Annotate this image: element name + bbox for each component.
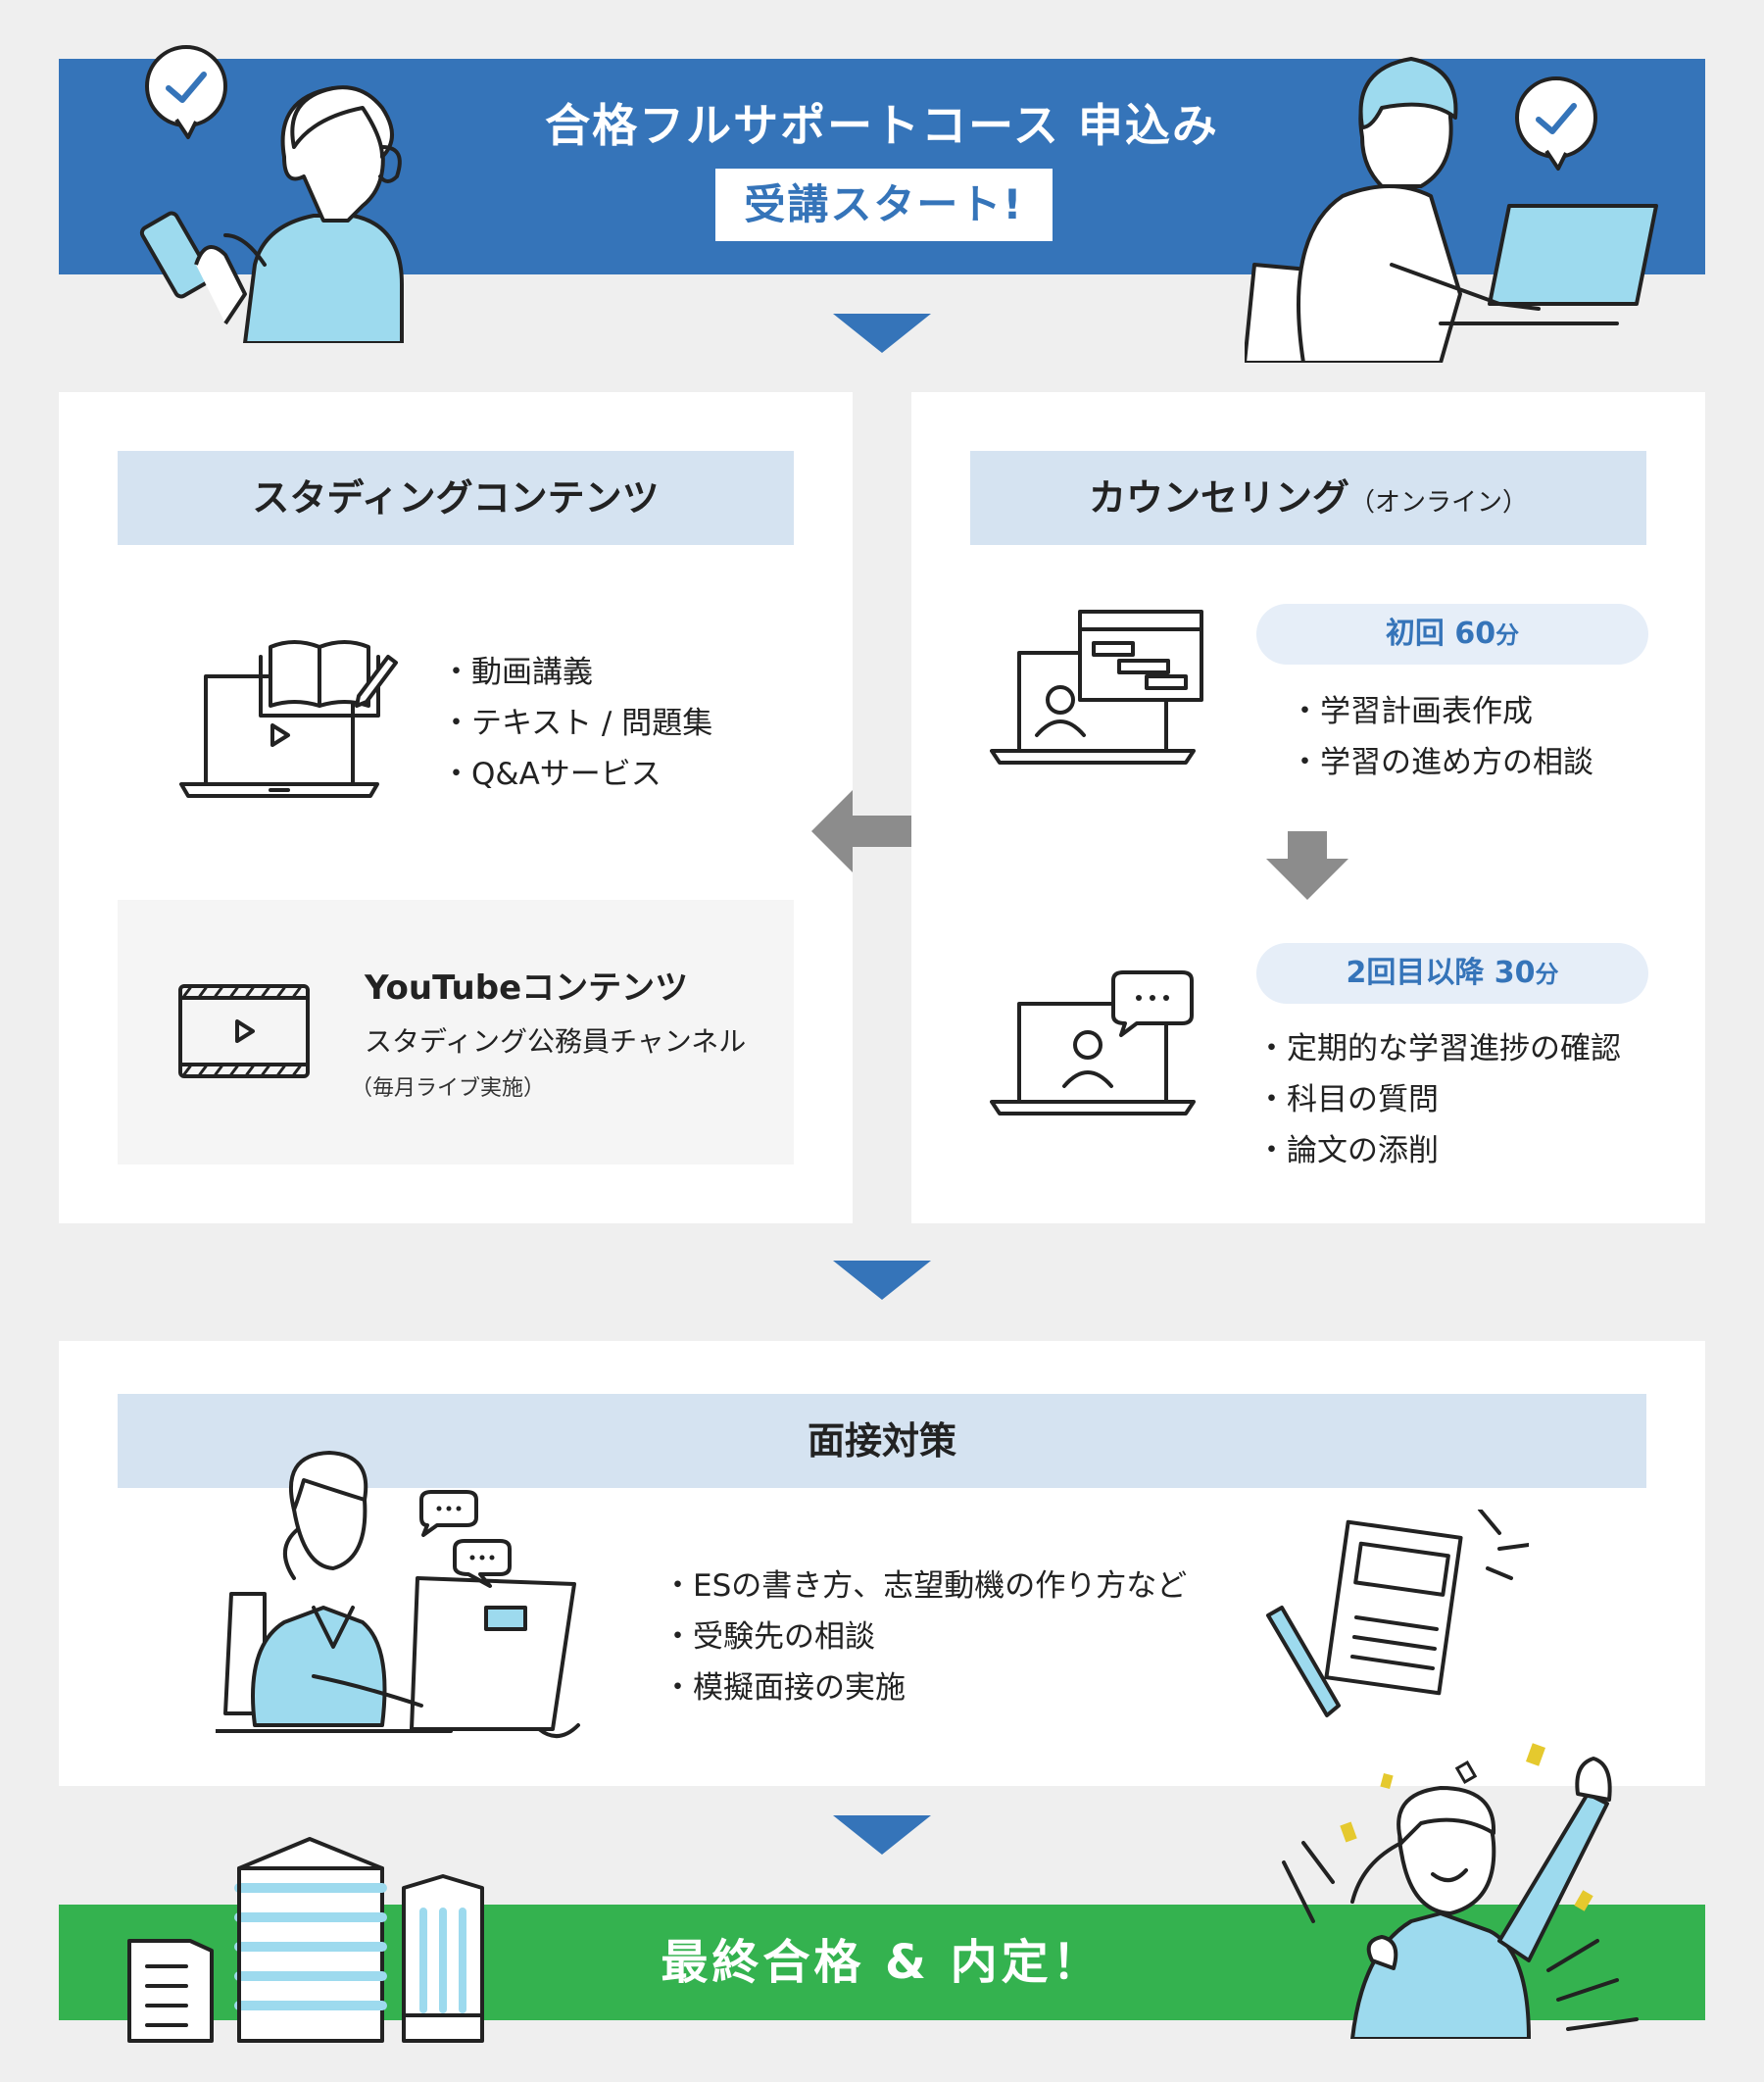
first-session-unit: 分 [1495, 621, 1520, 649]
interview-item: ESの書き方、志望動機の作り方など [662, 1561, 1187, 1611]
studying-item: テキスト / 問題集 [441, 698, 712, 749]
down-arrow-1 [833, 314, 931, 353]
studying-item: Q&Aサービス [441, 749, 712, 800]
first-session-list: 学習計画表作成 学習の進め方の相談 [1290, 686, 1593, 788]
interview-header: 面接対策 [118, 1394, 1646, 1488]
studying-list: 動画講義 テキスト / 問題集 Q&Aサービス [441, 647, 712, 800]
celebrating-woman-illustration [1282, 1743, 1639, 2039]
video-play-icon [178, 984, 310, 1078]
second-session-list: 定期的な学習進捗の確認 科目の質問 論文の添削 [1256, 1023, 1621, 1176]
studying-item: 動画講義 [441, 647, 712, 698]
resume-pen-illustration [1266, 1510, 1529, 1717]
interview-item: 模擬面接の実施 [662, 1662, 1187, 1713]
second-session-item: 論文の添削 [1256, 1125, 1621, 1176]
counseling-title: カウンセリング [1088, 476, 1349, 520]
second-session-item: 定期的な学習進捗の確認 [1256, 1023, 1621, 1074]
first-session-item: 学習計画表作成 [1290, 686, 1593, 737]
first-session-pill: 初回 60分 [1256, 604, 1648, 665]
interview-list: ESの書き方、志望動機の作り方など 受験先の相談 模擬面接の実施 [662, 1561, 1187, 1713]
first-session-item: 学習の進め方の相談 [1290, 737, 1593, 788]
second-session-item: 科目の質問 [1256, 1074, 1621, 1125]
banner-subtitle: 受講スタート! [715, 169, 1053, 241]
down-arrow-3 [833, 1815, 931, 1855]
youtube-channel: スタディング公務員チャンネル [365, 1025, 747, 1058]
youtube-box [118, 900, 794, 1165]
second-session-pill: 2回目以降 30分 [1256, 943, 1648, 1004]
final-text: 最終合格 & 内定！ [661, 1935, 1103, 1990]
banner-title: 合格フルサポートコース 申込み [545, 99, 1219, 152]
counseling-online-note: （オンライン） [1349, 488, 1529, 518]
buildings-illustration [127, 1837, 484, 2043]
studying-header: スタディングコンテンツ [118, 451, 794, 545]
second-session-unit: 分 [1535, 961, 1559, 988]
gray-down-arrow-icon [1266, 831, 1348, 900]
first-session-label: 初回 60 [1385, 617, 1496, 651]
laptop-book-icon [179, 640, 398, 798]
youtube-title: YouTubeコンテンツ [365, 968, 689, 1008]
youtube-note: （毎月ライブ実施） [351, 1076, 546, 1101]
interview-item: 受験先の相談 [662, 1611, 1187, 1662]
woman-interview-illustration [216, 1451, 580, 1738]
woman-phone-illustration [139, 45, 404, 343]
laptop-chat-icon [990, 970, 1196, 1115]
laptop-schedule-icon [990, 610, 1203, 765]
counseling-header: カウンセリング（オンライン） [970, 451, 1646, 545]
second-session-label: 2回目以降 30 [1346, 956, 1536, 990]
down-arrow-2 [833, 1261, 931, 1300]
man-laptop-illustration [1245, 57, 1658, 363]
